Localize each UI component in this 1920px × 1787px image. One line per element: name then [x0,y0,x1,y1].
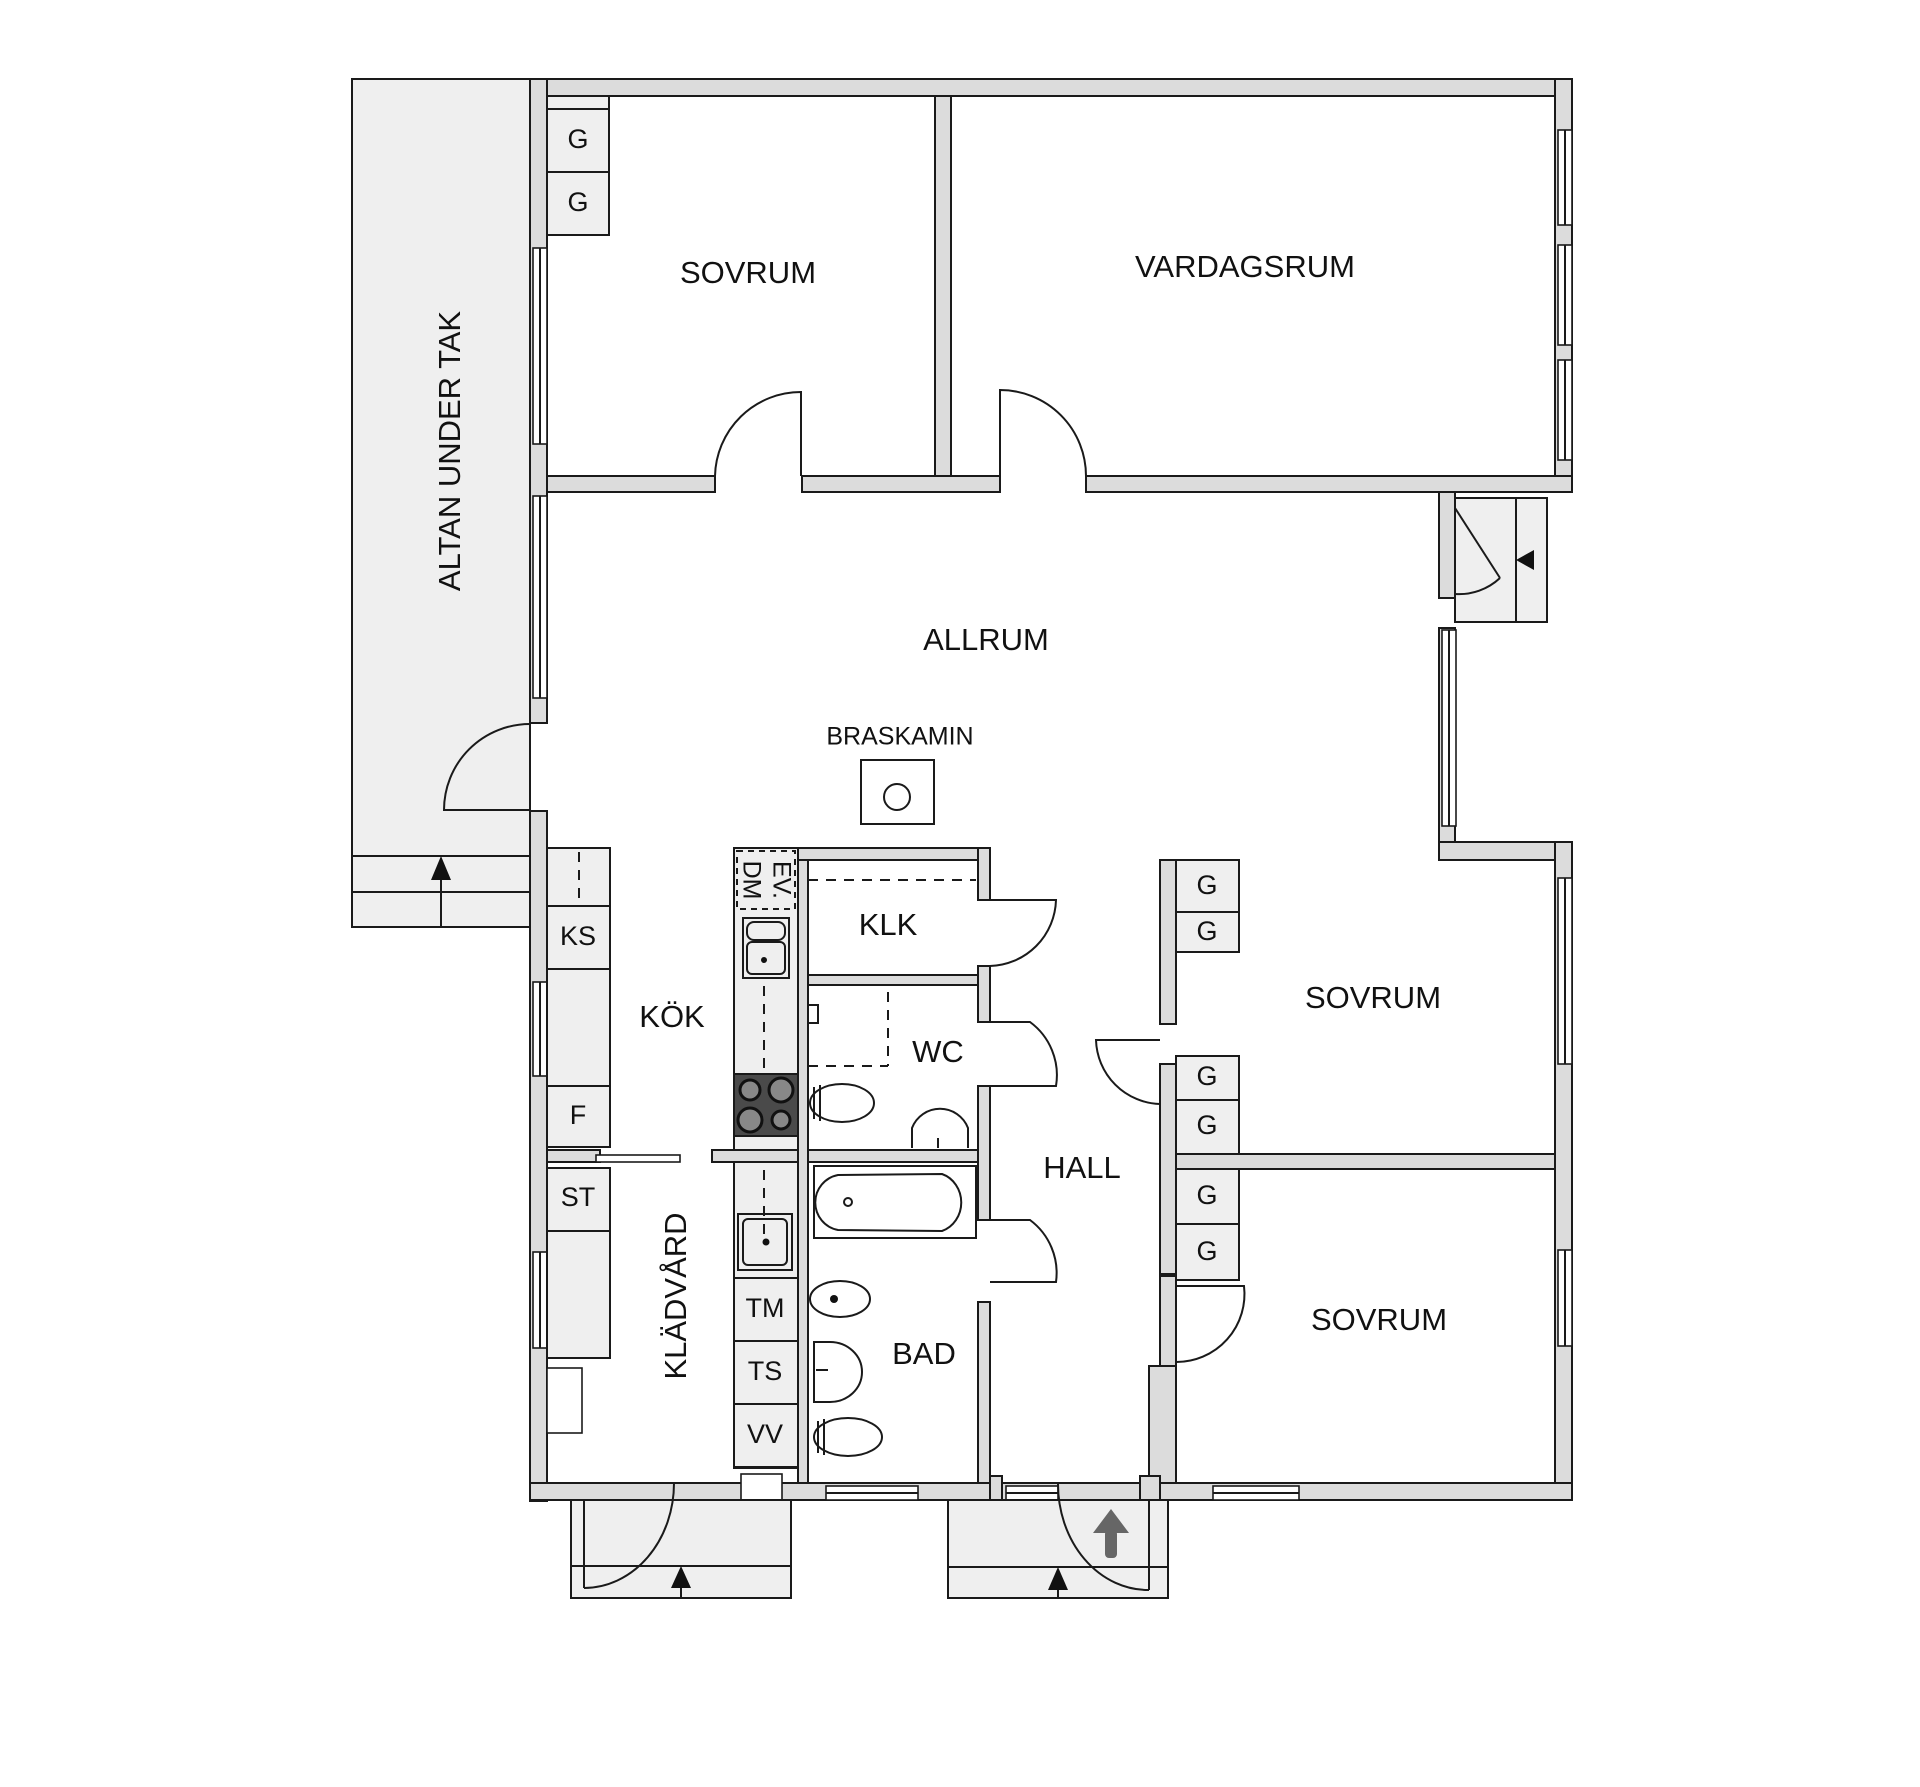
wardrobe-label: G [567,124,588,154]
bathtub-icon [814,1172,963,1233]
wardrobes-sovrum-mid: G G G G [1175,859,1240,1155]
room-label-sovrum-mid: SOVRUM [1305,980,1441,1015]
room-label-altan: ALTAN UNDER TAK [432,311,467,592]
entry-arrow-icon [1048,1567,1068,1590]
room-label-wc: WC [912,1034,964,1069]
room-label-hall: HALL [1043,1150,1121,1185]
room-label-sovrum-bottom: SOVRUM [1311,1302,1447,1337]
wardrobe-label: G [1196,1110,1217,1140]
room-label-allrum: ALLRUM [923,622,1049,657]
room-label-kladvard: KLÄDVÅRD [658,1212,693,1379]
fireplace-icon [860,759,935,825]
fridge-freezer-label: KS [560,921,596,951]
door-vardagsrum[interactable] [999,388,1087,477]
toilet-icon [809,1083,875,1123]
kladvard-entrance [570,1482,792,1599]
door-wc[interactable] [990,1021,1058,1087]
door-sovrum-top[interactable] [714,390,802,477]
door-sovrum-mid[interactable] [1094,1039,1161,1105]
wardrobe-label: G [1196,916,1217,946]
windows [532,129,1573,1501]
wardrobes-sovrum-top: G G [546,95,610,236]
drying-cabinet-label: ST [561,1182,596,1212]
washing-machine-label: TM [746,1293,785,1323]
extra-label: EV. [767,861,795,899]
water-heater-label: VV [747,1419,783,1449]
kitchen-right-counter: DM EV. TM TS VV [733,847,799,1501]
door-klk[interactable] [989,899,1058,967]
service-column-walls [797,847,991,1484]
main-entry-marker-icon [1093,1509,1129,1558]
washbasin-icon [813,1341,863,1403]
main-entrance [947,1482,1169,1599]
side-entrance [1454,497,1548,623]
wardrobe-label: G [567,187,588,217]
toilet-icon [813,1417,883,1457]
freezer-label: F [570,1100,587,1130]
room-label-sovrum-top: SOVRUM [680,255,816,290]
fireplace: BRASKAMIN [826,723,974,825]
room-label-vardagsrum: VARDAGSRUM [1135,249,1355,284]
room-label-klk: KLK [859,907,918,942]
tumble-dryer-label: TS [748,1356,783,1386]
wc-fixtures [807,992,969,1148]
bathroom-fixtures [809,1165,977,1457]
dishwasher-label: DM [737,861,765,900]
entry-arrow-icon [431,856,451,880]
washbasin-icon [911,1107,969,1148]
door-sovrum-bottom[interactable] [1175,1285,1246,1364]
wardrobe-label: G [1196,1061,1217,1091]
fireplace-label: BRASKAMIN [826,723,973,751]
room-label-bad: BAD [892,1336,956,1371]
altan-terrace [351,78,531,928]
door-bad[interactable] [990,1219,1058,1283]
entry-arrow-icon [1516,550,1534,570]
wardrobe-label: G [1196,1236,1217,1266]
wardrobes-sovrum-bottom: G G [1175,1168,1240,1281]
room-label-kok: KÖK [639,999,705,1034]
bidet-icon [809,1280,871,1318]
bedroom-walls-right [1148,859,1556,1484]
entry-arrow-icon [671,1566,691,1588]
kitchen-left-counter: KS F ST [546,847,801,1434]
wardrobe-label: G [1196,1180,1217,1210]
wardrobe-label: G [1196,870,1217,900]
